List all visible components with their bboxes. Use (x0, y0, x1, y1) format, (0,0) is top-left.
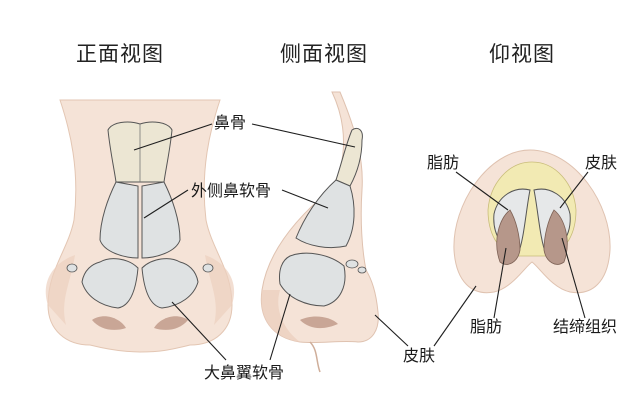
front-skin-right-wing (205, 255, 235, 325)
label-connective-tissue: 结缔组织 (553, 317, 618, 336)
side-nostril (300, 316, 338, 329)
front-nostril-right (154, 316, 188, 330)
side-upper-lateral (295, 179, 355, 249)
front-alar-left (81, 258, 139, 309)
front-view-title: 正面视图 (76, 42, 164, 66)
front-view-illustration (45, 99, 235, 353)
label-fat-bottom: 脂肪 (470, 317, 503, 336)
label-skin-side: 皮肤 (403, 346, 436, 365)
bottom-nostril-left (496, 209, 521, 265)
label-upper-lateral-cartilage: 外侧鼻软骨 (191, 181, 272, 200)
side-skin-edge (261, 290, 300, 342)
side-view-title: 侧面视图 (280, 42, 368, 66)
front-skin-left-wing (45, 255, 75, 325)
front-alar-right (141, 258, 199, 309)
leader-lines (133, 123, 589, 361)
label-skin-top: 皮肤 (585, 153, 618, 172)
side-upper-lip (309, 341, 321, 373)
label-nasal-bone: 鼻骨 (214, 113, 247, 132)
front-upper-lateral-left (99, 181, 139, 259)
label-major-alar-cartilage: 大鼻翼软骨 (204, 363, 285, 382)
front-nostril-left (92, 316, 126, 330)
label-fat-top: 脂肪 (427, 153, 460, 172)
side-nasal-bone (335, 127, 363, 187)
bottom-view-illustration (453, 149, 611, 294)
side-alar (279, 252, 346, 307)
bottom-view-title: 仰视图 (489, 42, 555, 66)
side-view-illustration (260, 91, 379, 373)
bottom-nostril-right (543, 209, 568, 265)
